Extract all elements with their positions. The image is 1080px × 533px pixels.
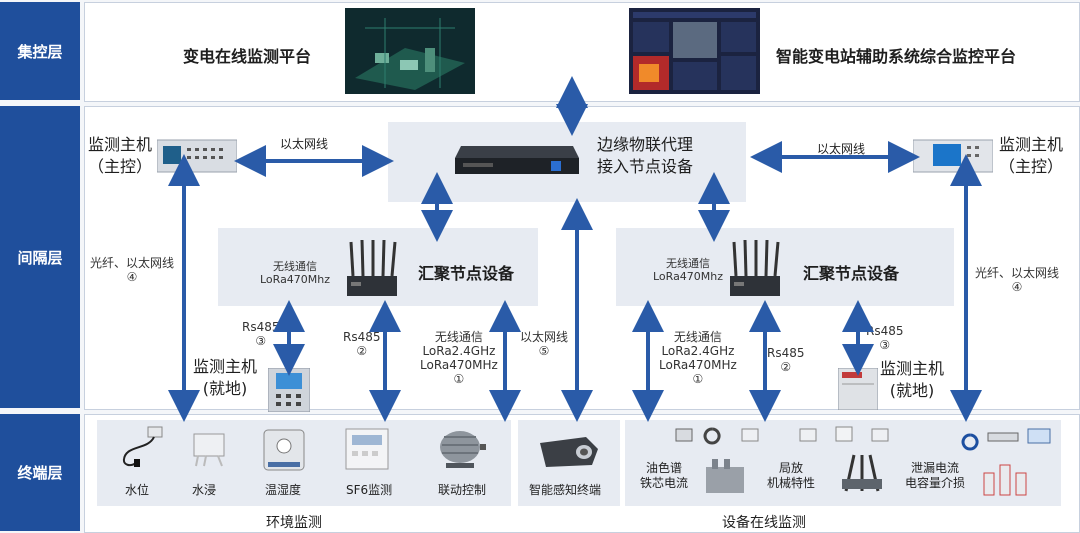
online-group3-line2: 电容量介损 [905,476,966,490]
online-group2-line2: 机械特性 [767,476,816,490]
local-host-right-label: 监测主机 (就地) [880,358,944,402]
link-wireless-right-line1: 无线通信 [673,330,722,344]
edge-proxy-line1: 边缘物联代理 [597,135,694,154]
host-left-line1: 监测主机 [88,135,153,154]
edge-proxy-device [455,136,580,178]
env-item-label: 水浸 [192,483,217,497]
host-right-line1: 监测主机 [999,135,1064,154]
fiber-left-label: 光纤、以太网线 ④ [90,256,174,284]
link-rs485-3-right-line1: Rs485 [866,324,904,338]
online-group2-line1: 局放 [779,461,804,475]
env-item-label: 温湿度 [265,483,302,497]
leakage-current-icons [958,425,1058,501]
link-ethernet-5: 以太网线 ⑤ [520,330,568,358]
link-wireless-right-line3: LoRa470MHz [659,358,737,372]
host-right-label: 监测主机 （主控） [999,134,1063,178]
aggregator-left-wireless-line1: 无线通信 [273,260,318,273]
link-ethernet-5-num: ⑤ [538,344,550,358]
platform-left-screen [345,8,475,94]
env-item-label: SF6监测 [346,483,393,497]
oil-chromatography-icons [672,425,772,495]
link-rs485-3-left-line1: Rs485 [242,320,280,334]
sf6-monitor-icon [344,427,390,471]
aggregator-left-wireless: 无线通信 LoRa470Mhz [260,260,330,286]
fiber-right-num: ④ [1011,280,1023,294]
aggregator-right-title: 汇聚节点设备 [803,264,900,283]
link-wireless-right: 无线通信 LoRa2.4GHz LoRa470MHz ① [659,330,737,386]
link-wireless-left-num: ① [453,372,465,386]
link-rs485-2-left-num: ② [356,344,368,358]
env-item-label: 水位 [125,483,150,497]
platform-left-title: 变电在线监测平台 [183,47,312,66]
platform-right-screen [629,8,760,94]
host-left-line2: （主控） [88,157,153,176]
local-host-left-line2: (就地) [202,379,248,398]
smart-sensing-terminal-icon [536,435,602,471]
local-host-right-line2: (就地) [889,381,935,400]
online-group3-line1: 泄漏电流 [911,461,960,475]
link-rs485-2-right-num: ② [780,360,792,374]
fiber-left-num: ④ [126,270,138,284]
online-group1-line1: 油色谱 [646,461,683,475]
edge-proxy-line2: 接入节点设备 [597,157,694,176]
edge-proxy-label: 边缘物联代理 接入节点设备 [597,134,693,178]
local-host-right-line1: 监测主机 [880,359,945,378]
online-group1-line2: 铁芯电流 [640,476,689,490]
link-wireless-left-line3: LoRa470MHz [420,358,498,372]
link-wireless-right-line2: LoRa2.4GHz [661,344,735,358]
host-right-line2: （主控） [999,157,1064,176]
aggregator-left-device [345,238,399,300]
aggregator-left-title: 汇聚节点设备 [418,264,515,283]
aggregator-right-device [728,238,782,300]
aggregator-left-wireless-line2: LoRa470Mhz [260,273,331,286]
online-group3-label: 泄漏电流 电容量介损 [905,461,965,491]
partial-discharge-icons [796,425,896,499]
link-wireless-left: 无线通信 LoRa2.4GHz LoRa470MHz ① [420,330,498,386]
link-rs485-3-right: Rs485 ③ [866,324,904,352]
host-left-label: 监测主机 （主控） [88,134,152,178]
link-wireless-left-line1: 无线通信 [434,330,483,344]
aggregator-right-wireless-line2: LoRa470Mhz [653,270,724,283]
link-wireless-left-line2: LoRa2.4GHz [422,344,496,358]
layer-label-bay: 间隔层 [0,106,80,408]
sensing-terminal-label: 智能感知终端 [529,483,602,497]
link-wireless-right-num: ① [692,372,704,386]
footer-env-label: 环境监测 [266,515,322,531]
aggregator-right-box [616,228,954,306]
online-group1-label: 油色谱 铁芯电流 [640,461,688,491]
aggregator-right-wireless-line1: 无线通信 [666,257,711,270]
online-group2-label: 局放 机械特性 [767,461,815,491]
link-rs485-3-left-num: ③ [255,334,267,348]
fiber-left-line1: 光纤、以太网线 [90,256,175,270]
water-leak-sensor-icon [188,430,232,470]
aggregator-right-wireless: 无线通信 LoRa470Mhz [653,257,723,283]
platform-right-title: 智能变电站辅助系统综合监控平台 [776,47,1017,66]
layer-label-terminal: 终端层 [0,414,80,531]
layer-label-control: 集控层 [0,2,80,100]
motor-control-icon [432,427,488,471]
water-level-sensor-icon [118,425,166,471]
footer-online-label: 设备在线监测 [722,515,806,531]
link-rs485-3-left: Rs485 ③ [242,320,280,348]
fiber-right-line1: 光纤、以太网线 [975,266,1060,280]
local-host-left-line1: 监测主机 [193,357,258,376]
env-item-label: 联动控制 [438,483,487,497]
link-ethernet-5-line1: 以太网线 [520,330,569,344]
local-host-left-label: 监测主机 (就地) [193,356,257,400]
link-rs485-3-right-num: ③ [879,338,891,352]
fiber-right-label: 光纤、以太网线 ④ [975,266,1059,294]
temp-humidity-sensor-icon [262,428,306,472]
